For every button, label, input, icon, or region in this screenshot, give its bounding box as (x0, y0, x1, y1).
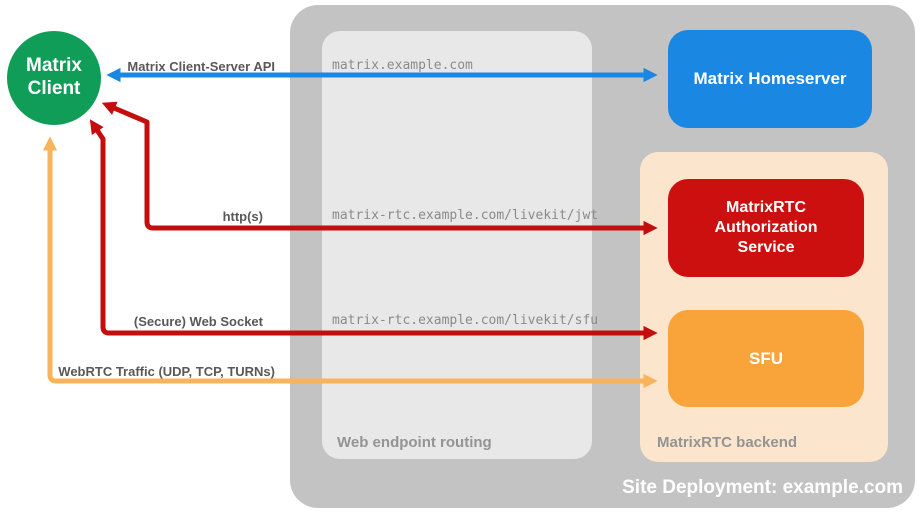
matrixrtc-backend-zone-label: MatrixRTC backend (657, 434, 798, 451)
route-host-livekit-jwt: matrix-rtc.example.com/livekit/jwt (332, 208, 599, 223)
matrix-homeserver-label: Matrix Homeserver (693, 69, 847, 88)
matrixrtc-authorization-service-label: MatrixRTC Authorization Service (714, 199, 818, 256)
matrix-client-label: Matrix Client (26, 55, 82, 99)
websocket-arrow-label: (Secure) Web Socket (133, 314, 263, 329)
matrixrtc-authorization-service-node: MatrixRTC Authorization Service (668, 179, 864, 277)
matrix-client-node: Matrix Client (7, 31, 101, 125)
route-host-livekit-sfu: matrix-rtc.example.com/livekit/sfu (332, 313, 599, 328)
web-endpoint-routing-zone-label: Web endpoint routing (337, 434, 492, 451)
sfu-label: SFU (749, 348, 783, 368)
https-arrow-label: http(s) (222, 209, 263, 224)
sfu-node: SFU (668, 310, 864, 407)
site-deployment-zone-label: Site Deployment: example.com (622, 477, 903, 498)
webrtc-traffic-arrow-label: WebRTC Traffic (UDP, TCP, TURNs) (58, 364, 275, 379)
web-endpoint-routing-zone (322, 31, 592, 459)
matrix-homeserver-node: Matrix Homeserver (668, 30, 872, 128)
route-host-matrix: matrix.example.com (332, 58, 473, 73)
client-server-api-arrow-label: Matrix Client-Server API (127, 59, 275, 74)
